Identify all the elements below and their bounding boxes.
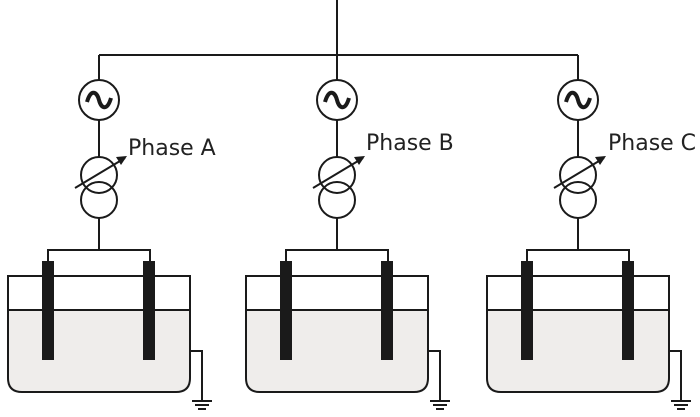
electrolyte [487,310,669,392]
transformer-secondary-coil [80,181,118,219]
electrode-connection [47,249,151,262]
phase-label: Phase A [128,136,216,161]
tank [245,275,429,393]
electrolyte [246,310,428,392]
phase-label: Phase C [608,131,696,156]
electrode-right [622,261,634,360]
ground-wire [428,350,441,401]
transformer-primary-coil [559,156,597,194]
electrolyte [8,310,190,392]
electrode-left [521,261,533,360]
transformer-secondary-coil [559,181,597,219]
phase-unit: Phase B [245,55,454,410]
electrode-connection [285,249,389,262]
ground-wire [669,350,682,401]
variable-arrow [74,157,126,189]
arrow-head-icon [595,156,606,165]
phase-unit: Phase C [486,55,696,410]
phase-label: Phase B [366,131,454,156]
arrow-head-icon [116,156,127,165]
ground-wire [190,350,203,401]
electrode-right [143,261,155,360]
transformer-secondary-coil [318,181,356,219]
electrode-left [42,261,54,360]
electrode-left [280,261,292,360]
variable-arrow [553,157,605,189]
transformer-primary-coil [80,156,118,194]
variable-arrow [312,157,364,189]
electrode-connection [526,249,630,262]
phase-unit: Phase A [7,55,216,410]
tank [486,275,670,393]
electrode-right [381,261,393,360]
sine-wave-icon [564,90,592,110]
transformer-primary-coil [318,156,356,194]
sine-wave-icon [323,90,351,110]
arrow-head-icon [354,156,365,165]
sine-wave-icon [85,90,113,110]
tank [7,275,191,393]
